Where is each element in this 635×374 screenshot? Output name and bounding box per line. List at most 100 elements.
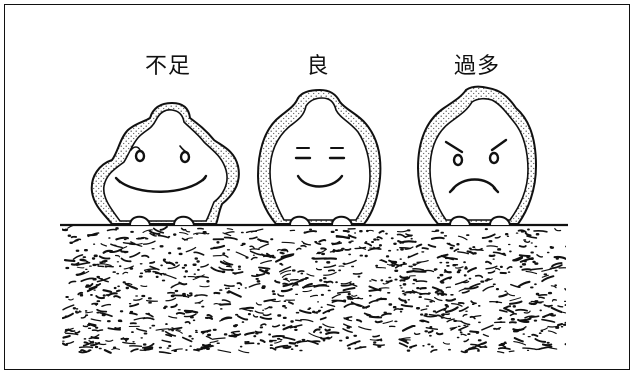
ground-speck [512, 328, 521, 333]
ground-speck [280, 288, 293, 293]
ground-speck [175, 312, 186, 315]
ground-speck [74, 330, 81, 334]
ground-speck [547, 325, 560, 328]
ground-speck [424, 298, 436, 303]
ground-speck [193, 251, 205, 256]
ground-speck [99, 311, 113, 318]
ground-speck [531, 333, 539, 338]
ground-speck [404, 246, 414, 250]
ground-speck [537, 294, 548, 297]
ground-speck [85, 311, 94, 314]
ground-speck [302, 289, 313, 293]
ground-speck [541, 275, 555, 283]
ground-speck [427, 243, 437, 248]
ground-speck [521, 268, 532, 271]
ground-speck [557, 305, 564, 308]
ground-speck [551, 299, 558, 302]
ground-speck [265, 252, 276, 259]
ground-speck [458, 306, 469, 312]
ground-speck [463, 338, 470, 343]
ground-speck [158, 351, 172, 354]
ground-speck [460, 350, 469, 354]
ground-speck [508, 350, 515, 353]
ground-speck [159, 226, 168, 231]
ground-speck [123, 265, 135, 270]
ground-speck [354, 246, 367, 250]
ground-speck [96, 308, 108, 313]
figure-excessive [416, 85, 538, 226]
ground-speck [168, 326, 183, 331]
figure-good [256, 88, 382, 226]
ground-speck [538, 345, 553, 351]
ground-speck [481, 233, 496, 239]
ground-speck [152, 270, 163, 276]
ground-speck [75, 271, 85, 276]
ground-speck [96, 276, 109, 283]
ground-speck [326, 303, 336, 308]
ground-speck [445, 298, 457, 302]
ground-speck [376, 236, 383, 240]
ground-speck [162, 260, 173, 264]
ground-speck [141, 254, 150, 259]
ground-speck [217, 349, 232, 353]
ground-speck [538, 296, 545, 299]
ground-speck [343, 317, 353, 322]
ground-speck [446, 242, 455, 247]
ground-speck [549, 264, 563, 270]
ground-speck [551, 262, 563, 268]
crying-smile-face [114, 145, 208, 193]
ground-speck [408, 275, 416, 277]
ground-speck [413, 270, 427, 273]
ground-speck [518, 245, 527, 248]
ground-speck [68, 280, 77, 285]
ground-speck [182, 295, 190, 298]
ground-speck [255, 272, 266, 276]
ground-speck [67, 226, 74, 229]
ground-speck [517, 280, 531, 288]
ground-speck [142, 229, 153, 234]
angry-face [444, 138, 508, 194]
label-good: 良 [306, 54, 330, 79]
ground-speck [486, 245, 499, 248]
ground-speck [113, 295, 121, 299]
ground-texture [62, 226, 566, 354]
ground-speck [211, 337, 226, 340]
ground-speck [312, 328, 321, 334]
ground-speck [413, 332, 421, 336]
ground-speck [378, 230, 385, 234]
ground-speck [543, 304, 553, 307]
ground-speck [331, 293, 341, 299]
ground-speck [62, 304, 75, 311]
ground-speck [170, 303, 178, 309]
ground-speck [179, 231, 189, 236]
ground-speck [67, 328, 76, 333]
ground-speck [498, 293, 508, 298]
ground-speck [129, 312, 138, 316]
ground-speck [298, 278, 308, 283]
ground-speck [281, 241, 295, 244]
ground-speck [323, 264, 337, 269]
ground-speck [517, 229, 527, 234]
ground-speck [489, 300, 503, 304]
ground-speck [458, 325, 469, 331]
ground-speck [435, 332, 444, 336]
ground-speck [232, 332, 239, 336]
ground-speck [199, 285, 210, 288]
ground-speck [185, 246, 197, 253]
ground-speck [325, 280, 334, 284]
ground-speck [142, 240, 156, 245]
ground-speck [436, 292, 448, 296]
ground-speck [88, 334, 100, 340]
ground-speck [165, 333, 173, 338]
ground-speck [175, 329, 183, 334]
ground-speck [255, 302, 262, 306]
ground-speck [396, 229, 409, 233]
ground-speck [205, 335, 213, 340]
ground-speck [350, 297, 360, 301]
ground-speck [509, 297, 522, 302]
ground-speck [350, 301, 362, 308]
ground-speck [325, 331, 340, 335]
ground-speck [206, 316, 214, 320]
ground-speck [218, 266, 232, 271]
ground-speck [309, 294, 319, 298]
